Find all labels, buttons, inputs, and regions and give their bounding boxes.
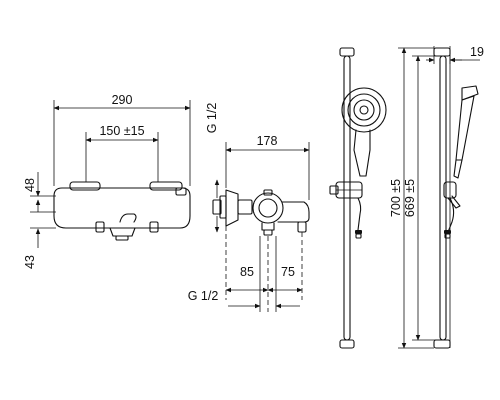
shower-hose-side	[444, 197, 455, 239]
mixer-body-side	[212, 189, 310, 236]
shower-hose	[355, 197, 362, 239]
thread-top-label: G 1/2	[205, 103, 219, 134]
width-total-label: 290	[112, 93, 133, 107]
hand-shower-side	[453, 85, 479, 179]
mixer-body-front	[53, 181, 191, 241]
dimension-center-spacing: 150 ±15	[85, 124, 159, 182]
center-spacing-label: 150 ±15	[99, 124, 144, 138]
depth-label: 178	[257, 134, 278, 148]
height-lower-label: 43	[23, 255, 37, 269]
height-upper-label: 48	[23, 178, 37, 192]
hand-shower-head	[341, 87, 387, 177]
dimension-wall-offset: 19	[426, 45, 484, 64]
dimension-height: 48 43	[23, 172, 56, 269]
dimension-thread-bottom: G 1/2	[188, 236, 300, 312]
side-view: G 1/2 178 85 75 G 1/2	[188, 103, 310, 312]
shower-rail-front	[329, 47, 387, 349]
fixing-spacing-label: 669 ±5	[403, 179, 417, 217]
total-height-label: 700 ±5	[389, 179, 403, 217]
dimension-rail-heights: 700 ±5 669 ±5	[389, 47, 436, 349]
slider-holder	[329, 181, 363, 199]
shower-rail-side: 700 ±5 669 ±5 19	[389, 45, 484, 349]
offset-left-label: 85	[240, 265, 254, 279]
dimension-depth: 178	[225, 134, 310, 200]
dimension-offsets: 85 75	[225, 226, 303, 312]
front-view: 290 150 ±15 48 43	[23, 93, 191, 269]
dimension-width-total: 290	[53, 93, 191, 186]
dimension-thread-top: G 1/2	[205, 103, 220, 233]
wall-offset-label: 19	[470, 45, 484, 59]
thread-bottom-label: G 1/2	[188, 289, 219, 303]
offset-right-label: 75	[281, 265, 295, 279]
